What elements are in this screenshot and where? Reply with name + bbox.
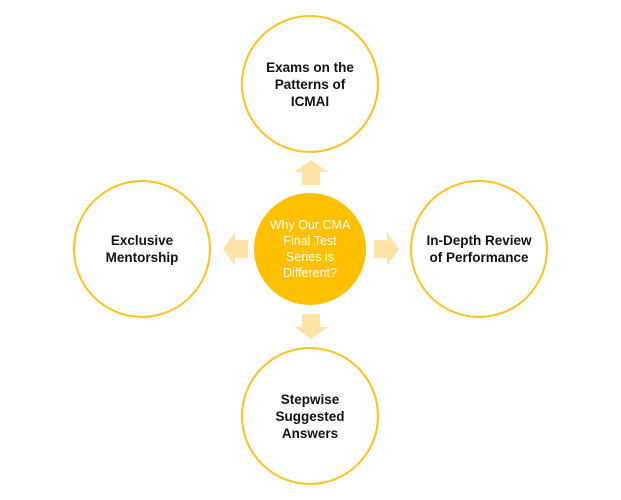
center-node: Why Our CMA Final Test Series is Differe… — [254, 193, 366, 305]
arrow-left-icon — [223, 232, 248, 266]
node-bottom-label: Stepwise Suggested Answers — [275, 391, 345, 441]
node-right: In-Depth Review of Performance — [410, 180, 548, 318]
arrow-up-icon — [294, 160, 328, 185]
arrow-right-icon — [374, 232, 399, 266]
node-left: Exclusive Mentorship — [73, 180, 211, 318]
node-top-label: Exams on the Patterns of ICMAI — [266, 59, 354, 109]
arrow-left — [223, 232, 248, 266]
node-top: Exams on the Patterns of ICMAI — [241, 15, 379, 153]
arrow-up — [294, 160, 328, 185]
center-node-label: Why Our CMA Final Test Series is Differe… — [269, 218, 351, 280]
node-left-label: Exclusive Mentorship — [105, 233, 179, 265]
arrow-right — [374, 232, 399, 266]
node-right-label: In-Depth Review of Performance — [426, 233, 532, 265]
node-bottom: Stepwise Suggested Answers — [241, 347, 379, 485]
arrow-down — [294, 314, 328, 339]
arrow-down-icon — [294, 314, 328, 339]
